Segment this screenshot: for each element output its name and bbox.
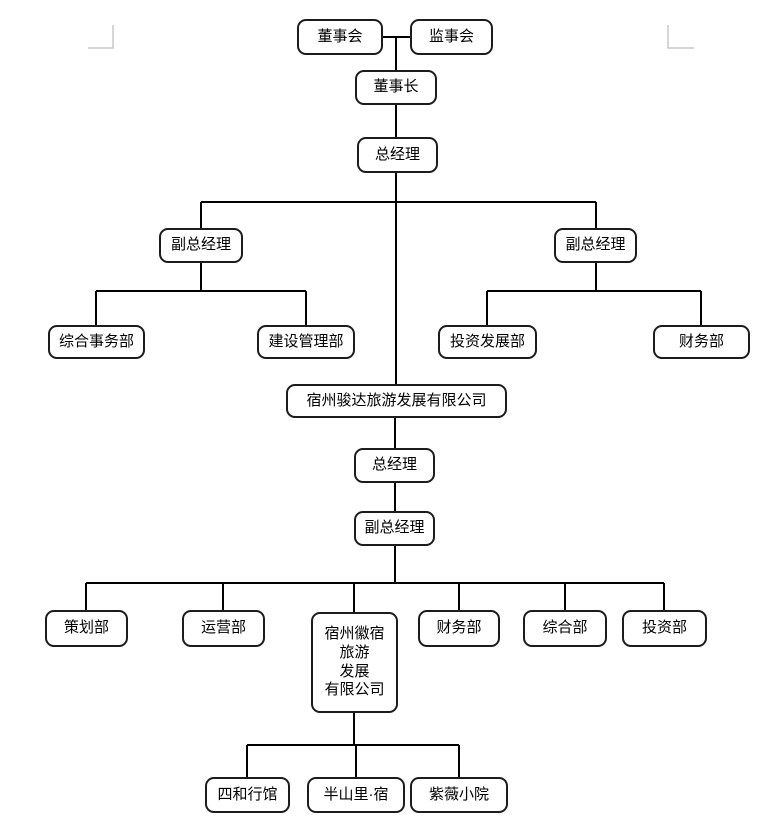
org-node-operations-dept[interactable]: 运营部	[182, 610, 265, 647]
org-node-ziwei-courtyard-label: 紫薇小院	[428, 785, 489, 803]
org-node-general-dept-label: 综合部	[542, 619, 588, 637]
org-node-junda-company[interactable]: 宿州骏达旅游发展有限公司	[286, 384, 507, 418]
org-node-ziwei-courtyard[interactable]: 紫薇小院	[410, 777, 508, 813]
org-node-sihe-guesthouse[interactable]: 四和行馆	[205, 777, 290, 813]
page-margin-mark-top-left	[88, 25, 114, 49]
org-node-operations-dept-label: 运营部	[200, 619, 246, 637]
org-node-general-affairs-dept-label: 综合事务部	[58, 332, 134, 350]
org-node-board[interactable]: 董事会	[297, 19, 383, 55]
org-node-deputy-gm-junda[interactable]: 副总经理	[354, 511, 435, 546]
org-node-board-label: 董事会	[317, 27, 363, 45]
org-node-finance-dept-upper-label: 财务部	[678, 332, 724, 350]
org-node-investment-development-dept[interactable]: 投资发展部	[438, 325, 537, 359]
org-node-huisu-company-line3: 发展	[339, 662, 370, 680]
page-margin-mark-top-right	[667, 25, 694, 49]
org-node-general-manager-top-label: 总经理	[374, 145, 420, 163]
org-node-supervisory-board[interactable]: 监事会	[410, 19, 493, 55]
org-node-chairman[interactable]: 董事长	[355, 70, 437, 105]
org-node-deputy-gm-right-label: 副总经理	[565, 236, 626, 254]
org-node-investment-dept[interactable]: 投资部	[622, 610, 707, 647]
org-node-finance-dept-lower[interactable]: 财务部	[418, 610, 500, 647]
org-node-construction-management-dept-label: 建设管理部	[268, 332, 344, 350]
org-node-general-manager-junda-label: 总经理	[371, 456, 417, 474]
org-node-deputy-gm-junda-label: 副总经理	[364, 519, 425, 537]
org-node-huisu-company-line2: 旅游	[339, 643, 370, 661]
org-node-planning-dept[interactable]: 策划部	[45, 610, 128, 647]
org-node-chairman-label: 董事长	[373, 78, 419, 96]
org-node-general-manager-junda[interactable]: 总经理	[354, 448, 435, 483]
org-node-sihe-guesthouse-label: 四和行馆	[217, 785, 278, 803]
org-node-general-affairs-dept[interactable]: 综合事务部	[48, 325, 145, 359]
org-node-deputy-gm-left[interactable]: 副总经理	[159, 228, 243, 263]
org-node-general-manager-top[interactable]: 总经理	[357, 137, 438, 173]
org-node-finance-dept-lower-label: 财务部	[436, 619, 482, 637]
org-node-supervisory-board-label: 监事会	[428, 27, 474, 45]
org-node-huisu-company[interactable]: 宿州徽宿 旅游 发展 有限公司	[311, 612, 398, 713]
org-node-junda-company-label: 宿州骏达旅游发展有限公司	[306, 391, 487, 409]
org-node-planning-dept-label: 策划部	[63, 619, 109, 637]
org-node-general-dept[interactable]: 综合部	[523, 610, 607, 647]
org-node-huisu-company-line1: 宿州徽宿	[324, 625, 385, 642]
org-node-investment-dept-label: 投资部	[641, 619, 687, 637]
org-node-deputy-gm-right[interactable]: 副总经理	[554, 228, 637, 263]
org-node-finance-dept-upper[interactable]: 财务部	[653, 325, 750, 359]
org-node-deputy-gm-left-label: 副总经理	[170, 236, 231, 254]
org-node-huisu-company-line4: 有限公司	[324, 681, 385, 699]
org-node-banshanli-su[interactable]: 半山里·宿	[307, 777, 405, 813]
org-node-banshanli-su-label: 半山里·宿	[323, 785, 389, 803]
org-node-investment-development-dept-label: 投资发展部	[449, 332, 525, 350]
org-node-construction-management-dept[interactable]: 建设管理部	[257, 325, 355, 359]
